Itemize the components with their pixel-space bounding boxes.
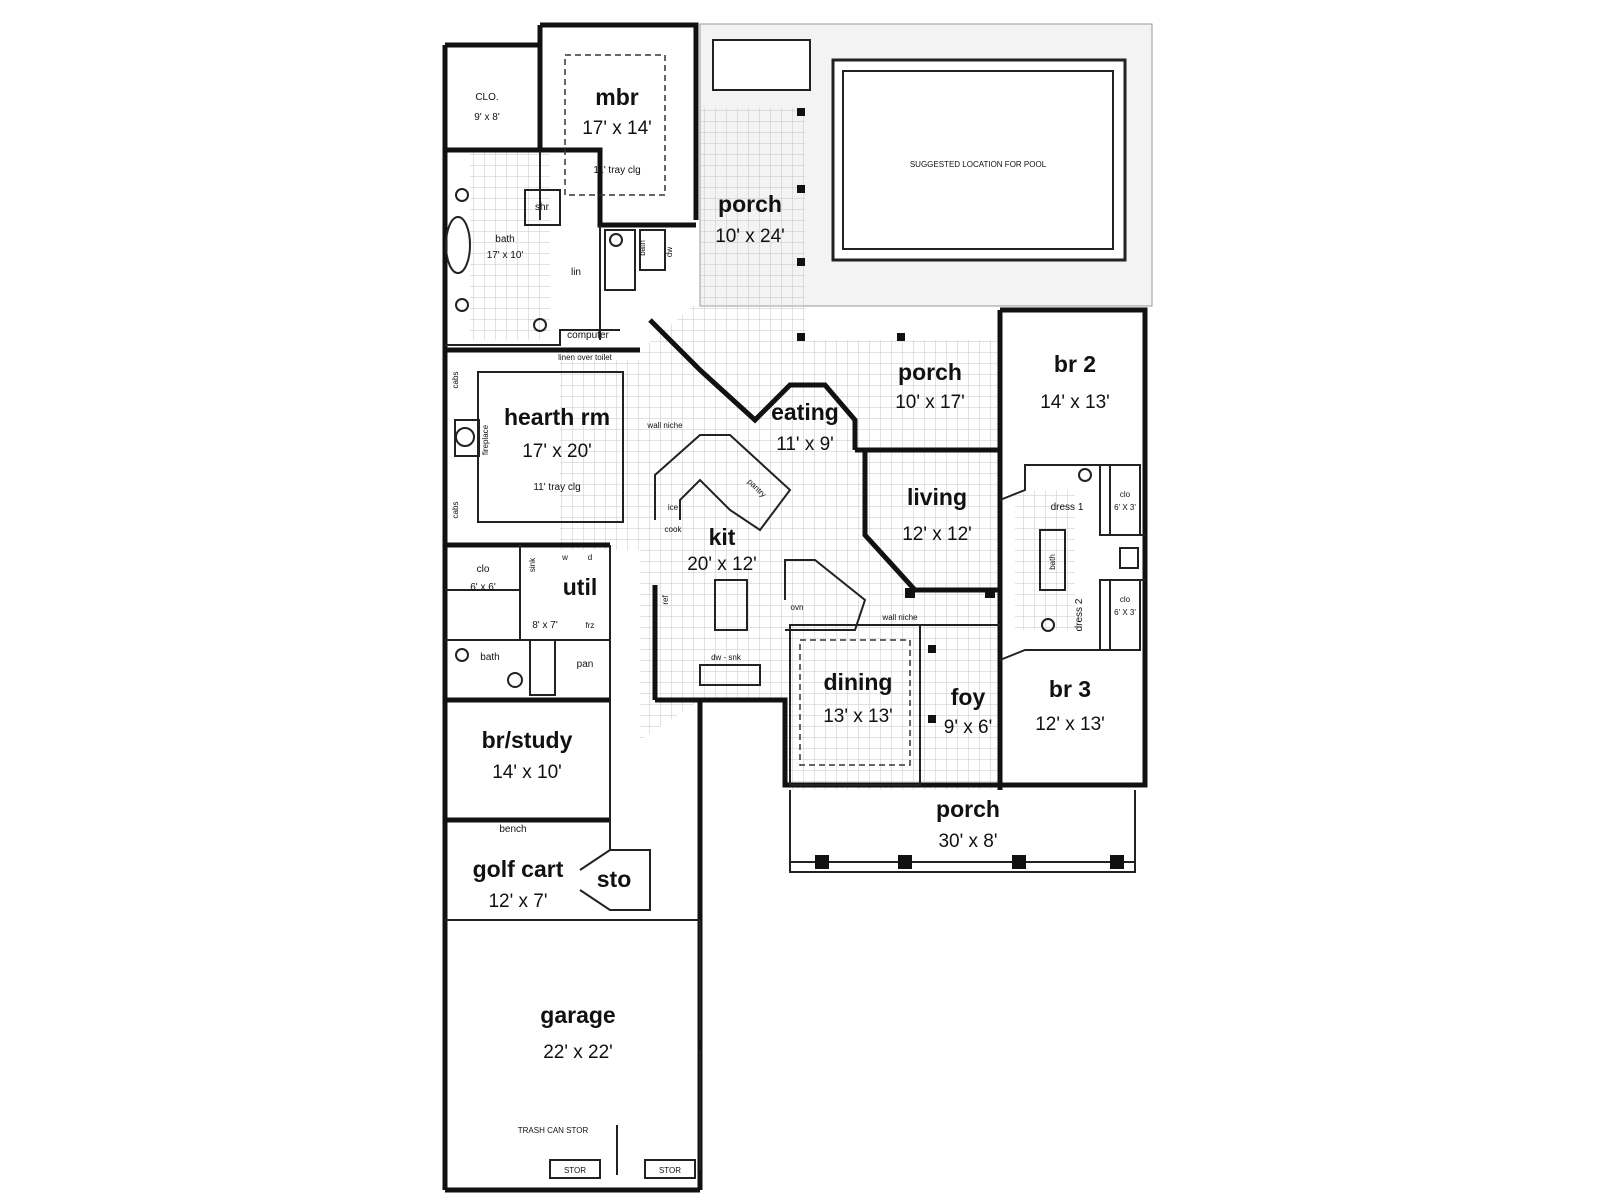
bath-fixture-label: bath (638, 240, 647, 256)
dining-tray-ceiling (799, 639, 911, 766)
porch-rear-size: 10' x 24' (715, 226, 785, 247)
mbr-tray-ceiling (564, 54, 666, 196)
wall-niche-2-label: wall niche (881, 613, 918, 622)
porch-front-size: 30' x 8' (938, 831, 997, 852)
br-study-name: br/study (482, 727, 573, 753)
ice-label: ice (668, 503, 679, 512)
clo-mbr-size: 9' x 8' (474, 112, 500, 123)
dress2-label: dress 2 (1074, 598, 1085, 631)
ovn-label: ovn (791, 603, 804, 612)
lin-label: lin (571, 267, 581, 278)
porch-posts (797, 108, 995, 723)
br2-size: 14' x 13' (1040, 392, 1110, 413)
util-name: util (563, 574, 598, 600)
garage-name: garage (540, 1002, 615, 1028)
bath-mbr-name: bath (495, 234, 514, 245)
wall-niche-1-label: wall niche (646, 421, 683, 430)
cook-label: cook (665, 525, 683, 534)
dining-size: 13' x 13' (823, 706, 893, 727)
living-name: living (907, 484, 967, 510)
porch-side-name: porch (898, 359, 962, 385)
eating-size: 11' x 9' (776, 434, 834, 455)
clo-util-size: 6' x 6' (470, 582, 496, 593)
bath-fixtures (445, 188, 1139, 696)
deck-planter (712, 39, 811, 91)
trash-label: TRASH CAN STOR (518, 1126, 589, 1135)
bath-small-name: bath (480, 652, 499, 663)
cabs-top-label: cabs (451, 372, 460, 389)
clo-mbr-name: CLO. (475, 92, 498, 103)
foy-name: foy (951, 684, 986, 710)
porch-rear-name: porch (718, 191, 782, 217)
hearth-size: 17' x 20' (522, 441, 592, 462)
util-size: 8' x 7' (532, 620, 558, 631)
golf-name: golf cart (473, 856, 564, 882)
bench-label: bench (499, 824, 526, 835)
clo-b-label: clo (1120, 595, 1131, 604)
br2-name: br 2 (1054, 351, 1096, 377)
ref-label: ref (661, 595, 670, 605)
interior-walls (445, 25, 1145, 921)
dining-name: dining (824, 669, 893, 695)
eating-name: eating (771, 399, 839, 425)
stor-right-label: STOR (659, 1166, 681, 1175)
sink-label: sink (528, 557, 537, 572)
kit-name: kit (709, 524, 736, 550)
w-label: w (561, 553, 568, 562)
pool-label: SUGGESTED LOCATION FOR POOL (910, 160, 1047, 169)
pan-name: pan (577, 659, 594, 670)
frz-label: frz (586, 621, 595, 630)
bath-br-label: bath (1048, 554, 1057, 570)
linen-over-toilet-label: linen over toilet (558, 353, 613, 362)
front-porch (789, 790, 1136, 873)
br3-size: 12' x 13' (1035, 714, 1105, 735)
computer-label: computer (567, 330, 609, 341)
d-label: d (588, 553, 592, 562)
garage-size: 22' x 22' (543, 1042, 613, 1063)
dw-snk-label: dw - snk (711, 653, 742, 662)
bath-mbr-size: 17' x 10' (487, 250, 524, 261)
mbr-name: mbr (595, 84, 639, 110)
dw-label: dw (665, 247, 674, 257)
hearth-note: 11' tray clg (533, 482, 580, 493)
mbr-size: 17' x 14' (582, 118, 652, 139)
clo-a-size: 6' X 3' (1114, 503, 1136, 512)
clo-b-size: 6' X 3' (1114, 608, 1136, 617)
kit-size: 20' x 12' (687, 554, 757, 575)
shr-label: shr (535, 202, 550, 213)
br-study-size: 14' x 10' (492, 762, 562, 783)
dress1-label: dress 1 (1051, 502, 1084, 513)
clo-a-label: clo (1120, 490, 1131, 499)
br3-name: br 3 (1049, 676, 1091, 702)
kitchen-counters (654, 434, 867, 686)
living-size: 12' x 12' (902, 524, 972, 545)
hearth-name: hearth rm (504, 404, 610, 430)
cabs-bottom-label: cabs (451, 502, 460, 519)
porch-front-name: porch (936, 796, 1000, 822)
sto-name: sto (597, 866, 632, 892)
garage-doors (549, 920, 701, 1179)
clo-util-name: clo (477, 564, 490, 575)
foy-size: 9' x 6' (944, 717, 992, 738)
mbr-note: 11' tray clg (593, 165, 640, 176)
stor-left-label: STOR (564, 1166, 586, 1175)
porch-side-size: 10' x 17' (895, 392, 965, 413)
fireplace-label: fireplace (481, 424, 490, 455)
golf-size: 12' x 7' (488, 891, 547, 912)
pool: SUGGESTED LOCATION FOR POOL (831, 58, 1127, 262)
